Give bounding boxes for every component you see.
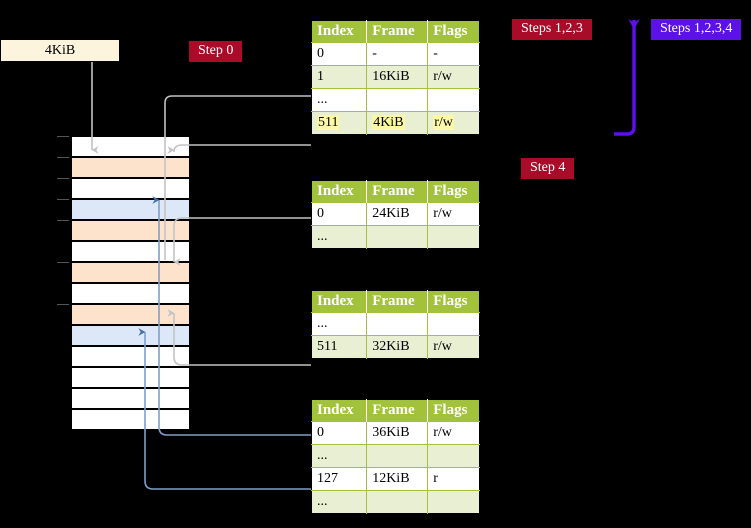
cell-index: 0 (311, 202, 368, 226)
badge-step-4: Step 4 (521, 158, 575, 180)
column-header-index: Index (311, 20, 368, 43)
table-row: ... (311, 490, 480, 514)
memory-frame-row (71, 346, 190, 367)
highlighted-value: r/w (433, 115, 454, 130)
badge-steps-1234: Steps 1,2,3,4 (651, 19, 742, 41)
table-row: ... (311, 225, 480, 249)
memory-frame-row (71, 388, 190, 409)
column-header-frame: Frame (366, 180, 429, 203)
cell-flags (427, 225, 480, 249)
cell-frame: 24KiB (366, 202, 429, 226)
table-row: ... (311, 312, 480, 336)
cell-frame (366, 444, 429, 468)
table-row: ... (311, 88, 480, 112)
wire-steps-bracket (614, 19, 640, 136)
column-header-flags: Flags (427, 399, 480, 422)
memory-frame-row (71, 325, 190, 346)
cell-flags: r/w (427, 111, 480, 135)
column-header-index: Index (311, 180, 368, 203)
cell-index: ... (311, 88, 368, 112)
memory-frame-row (71, 241, 190, 262)
cell-flags: r/w (427, 202, 480, 226)
memory-tick (57, 262, 69, 263)
wire-pt1-row0 (173, 217, 311, 266)
cell-flags (427, 444, 480, 468)
memory-tick (57, 157, 69, 158)
memory-tick (57, 220, 69, 221)
memory-frame-row (71, 220, 190, 241)
badge-step-0: Step 0 (189, 41, 243, 63)
column-header-flags: Flags (427, 20, 480, 43)
cell-flags: r/w (427, 335, 480, 359)
highlighted-value: 511 (317, 115, 340, 130)
memory-tick (57, 136, 69, 137)
column-header-index: Index (311, 399, 368, 422)
cell-frame (366, 88, 429, 112)
frame-size-box: 4KiB (0, 39, 120, 62)
cell-flags (427, 490, 480, 514)
column-header-flags: Flags (427, 290, 480, 313)
frame-size-label: 4KiB (44, 42, 76, 58)
table-row: 0-- (311, 42, 480, 66)
memory-frame-row (71, 367, 190, 388)
cell-frame: - (366, 42, 429, 66)
memory-tick (57, 304, 69, 305)
cell-frame (366, 490, 429, 514)
memory-frame-row (71, 136, 190, 157)
memory-frame-row (71, 283, 190, 304)
cell-index: 0 (311, 42, 368, 66)
cell-index: 511 (311, 335, 368, 359)
cell-frame: 16KiB (366, 65, 429, 89)
cell-index: 127 (311, 467, 368, 491)
memory-frame-row (71, 262, 190, 283)
cell-index: 0 (311, 421, 368, 445)
cell-flags (427, 88, 480, 112)
memory-frame-row (71, 178, 190, 199)
column-header-index: Index (311, 290, 368, 313)
cell-index: ... (311, 490, 368, 514)
memory-frame-row (71, 304, 190, 325)
badge-steps-123: Steps 1,2,3 (512, 19, 592, 41)
cell-frame (366, 312, 429, 336)
cell-frame: 12KiB (366, 467, 429, 491)
cell-frame (366, 225, 429, 249)
memory-tick (57, 199, 69, 200)
cell-index: ... (311, 225, 368, 249)
cell-flags: r (427, 467, 480, 491)
cell-index: ... (311, 444, 368, 468)
wire-pt0-row511 (167, 144, 311, 154)
highlighted-value: 4KiB (372, 115, 405, 130)
cell-index: 1 (311, 65, 368, 89)
cell-flags: - (427, 42, 480, 66)
column-header-flags: Flags (427, 180, 480, 203)
memory-frame-row (71, 199, 190, 220)
cell-frame: 4KiB (366, 111, 429, 135)
memory-frame-row (71, 157, 190, 178)
memory-tick (57, 178, 69, 179)
table-row: ... (311, 444, 480, 468)
cell-index: 511 (311, 111, 368, 135)
cell-index: ... (311, 312, 368, 336)
table-row: 511 4KiB r/w (311, 111, 480, 135)
column-header-frame: Frame (366, 399, 429, 422)
physical-memory-column (57, 136, 190, 430)
column-header-frame: Frame (366, 20, 429, 43)
cell-flags: r/w (427, 65, 480, 89)
column-header-frame: Frame (366, 290, 429, 313)
cell-flags (427, 312, 480, 336)
wire-pt2-row511 (167, 309, 311, 366)
cell-frame: 32KiB (366, 335, 429, 359)
cell-flags: r/w (427, 421, 480, 445)
memory-frame-row (71, 409, 190, 430)
cell-frame: 36KiB (366, 421, 429, 445)
